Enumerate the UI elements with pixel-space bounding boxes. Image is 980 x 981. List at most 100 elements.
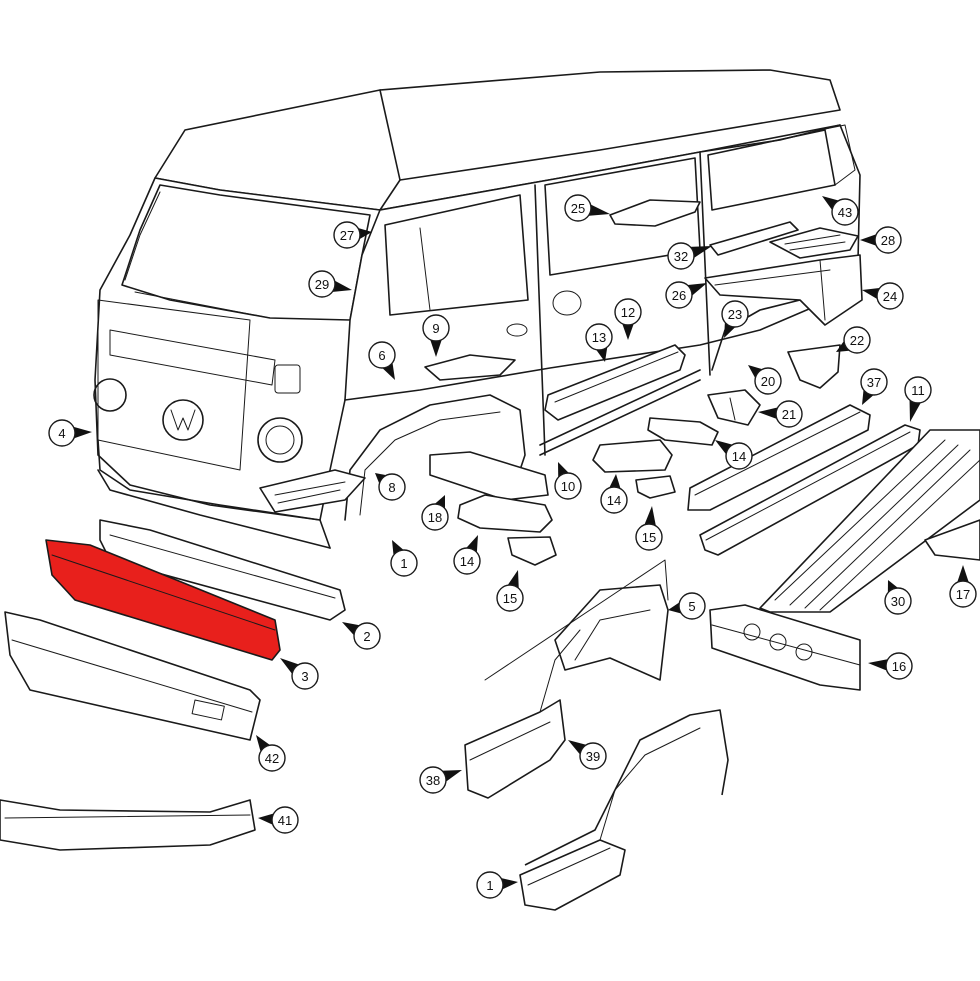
callout-pointer: [608, 474, 621, 490]
callout-c10: 10: [554, 462, 582, 500]
callout-c28: 28: [860, 226, 902, 254]
callout-circle: [585, 323, 613, 351]
van-body: [93, 69, 861, 549]
callout-circle: [378, 473, 406, 501]
callout-number: 28: [881, 233, 895, 248]
callout-circle: [353, 622, 381, 650]
callout-pointer: [689, 246, 712, 259]
callout-circle: [476, 871, 504, 899]
callout-circle: [291, 662, 319, 690]
callout-circle: [419, 766, 447, 794]
callout-c6: 6: [368, 341, 396, 380]
part-24-26: [704, 254, 863, 326]
callout-number: 10: [561, 479, 575, 494]
callout-circle: [667, 242, 695, 270]
callout-number: 38: [426, 773, 440, 788]
part-22: [787, 344, 841, 389]
callout-circle: [48, 419, 76, 447]
callout-number: 20: [761, 374, 775, 389]
callout-c38: 38: [419, 766, 462, 794]
callout-circle: [874, 226, 902, 254]
part-1-sill: [519, 839, 626, 911]
callout-c18: 18: [421, 495, 449, 531]
callout-number: 27: [340, 228, 354, 243]
callout-circle: [860, 368, 888, 396]
callout-c8: 8: [375, 473, 406, 501]
callout-circle: [635, 523, 663, 551]
callout-pointer: [587, 204, 610, 216]
callout-c13: 13: [585, 323, 613, 362]
callout-number: 11: [911, 383, 925, 398]
callout-circle: [843, 326, 871, 354]
part-14-c: [457, 494, 553, 533]
callout-circle: [579, 742, 607, 770]
callout-circle: [496, 584, 524, 612]
callout-number: 18: [428, 510, 442, 525]
callout-number: 12: [621, 305, 635, 320]
callout-c32: 32: [667, 242, 712, 270]
part-38-39: [464, 699, 566, 799]
callout-number: 14: [607, 493, 621, 508]
callout-number: 13: [592, 330, 606, 345]
part-21: [707, 389, 761, 426]
part-3-highlighted: [45, 539, 281, 661]
callout-pointer: [430, 339, 442, 357]
callout-c2: 2: [342, 622, 381, 650]
part-32: [709, 221, 799, 256]
callout-circle: [368, 341, 396, 369]
callout-number: 9: [432, 321, 439, 336]
callout-circle: [453, 547, 481, 575]
part-16: [709, 604, 861, 691]
callout-pointer: [748, 365, 764, 379]
callout-c25: 25: [564, 194, 610, 222]
callout-c11: 11: [904, 376, 932, 422]
callout-circle: [949, 580, 977, 608]
callout-number: 37: [867, 375, 881, 390]
callout-circle: [884, 587, 912, 615]
callout-circle: [333, 221, 361, 249]
part-15-a: [635, 475, 676, 499]
callout-number: 15: [503, 591, 517, 606]
callout-c24: 24: [862, 282, 904, 310]
callout-c26: 26: [665, 281, 707, 309]
callout-number: 30: [891, 594, 905, 609]
callout-c15a: 15: [635, 506, 663, 551]
callout-c37: 37: [860, 368, 888, 405]
callout-number: 26: [672, 288, 686, 303]
callout-number: 42: [265, 751, 279, 766]
callout-number: 1: [400, 556, 407, 571]
callout-pointer: [860, 234, 877, 246]
callout-circle: [421, 503, 449, 531]
part-5: [554, 584, 669, 681]
callout-pointer: [957, 565, 969, 583]
callout-circle: [725, 442, 753, 470]
part-1-arch: [524, 709, 729, 866]
callout-c43: 43: [822, 196, 859, 226]
part-25: [609, 199, 701, 227]
callout-circle: [678, 592, 706, 620]
callout-number: 29: [315, 277, 329, 292]
callout-number: 2: [363, 629, 370, 644]
callout-circle: [422, 314, 450, 342]
callout-c5: 5: [668, 592, 706, 620]
callout-circle: [390, 549, 418, 577]
part-14-b: [592, 439, 673, 473]
callout-circle: [665, 281, 693, 309]
callout-circle: [721, 300, 749, 328]
callout-circle: [554, 472, 582, 500]
callout-c12: 12: [614, 298, 642, 340]
callout-pointer: [644, 506, 657, 527]
callout-pointer: [862, 287, 881, 300]
callout-c39: 39: [568, 740, 607, 770]
callout-c16: 16: [868, 652, 913, 680]
part-15-b: [507, 536, 557, 566]
callout-c1b: 1: [476, 871, 518, 899]
callout-number: 6: [378, 348, 385, 363]
callout-circle: [754, 367, 782, 395]
part-14-a: [647, 417, 719, 446]
callout-c14c: 14: [453, 535, 481, 575]
callout-number: 39: [586, 749, 600, 764]
callout-c14b: 14: [600, 474, 628, 514]
